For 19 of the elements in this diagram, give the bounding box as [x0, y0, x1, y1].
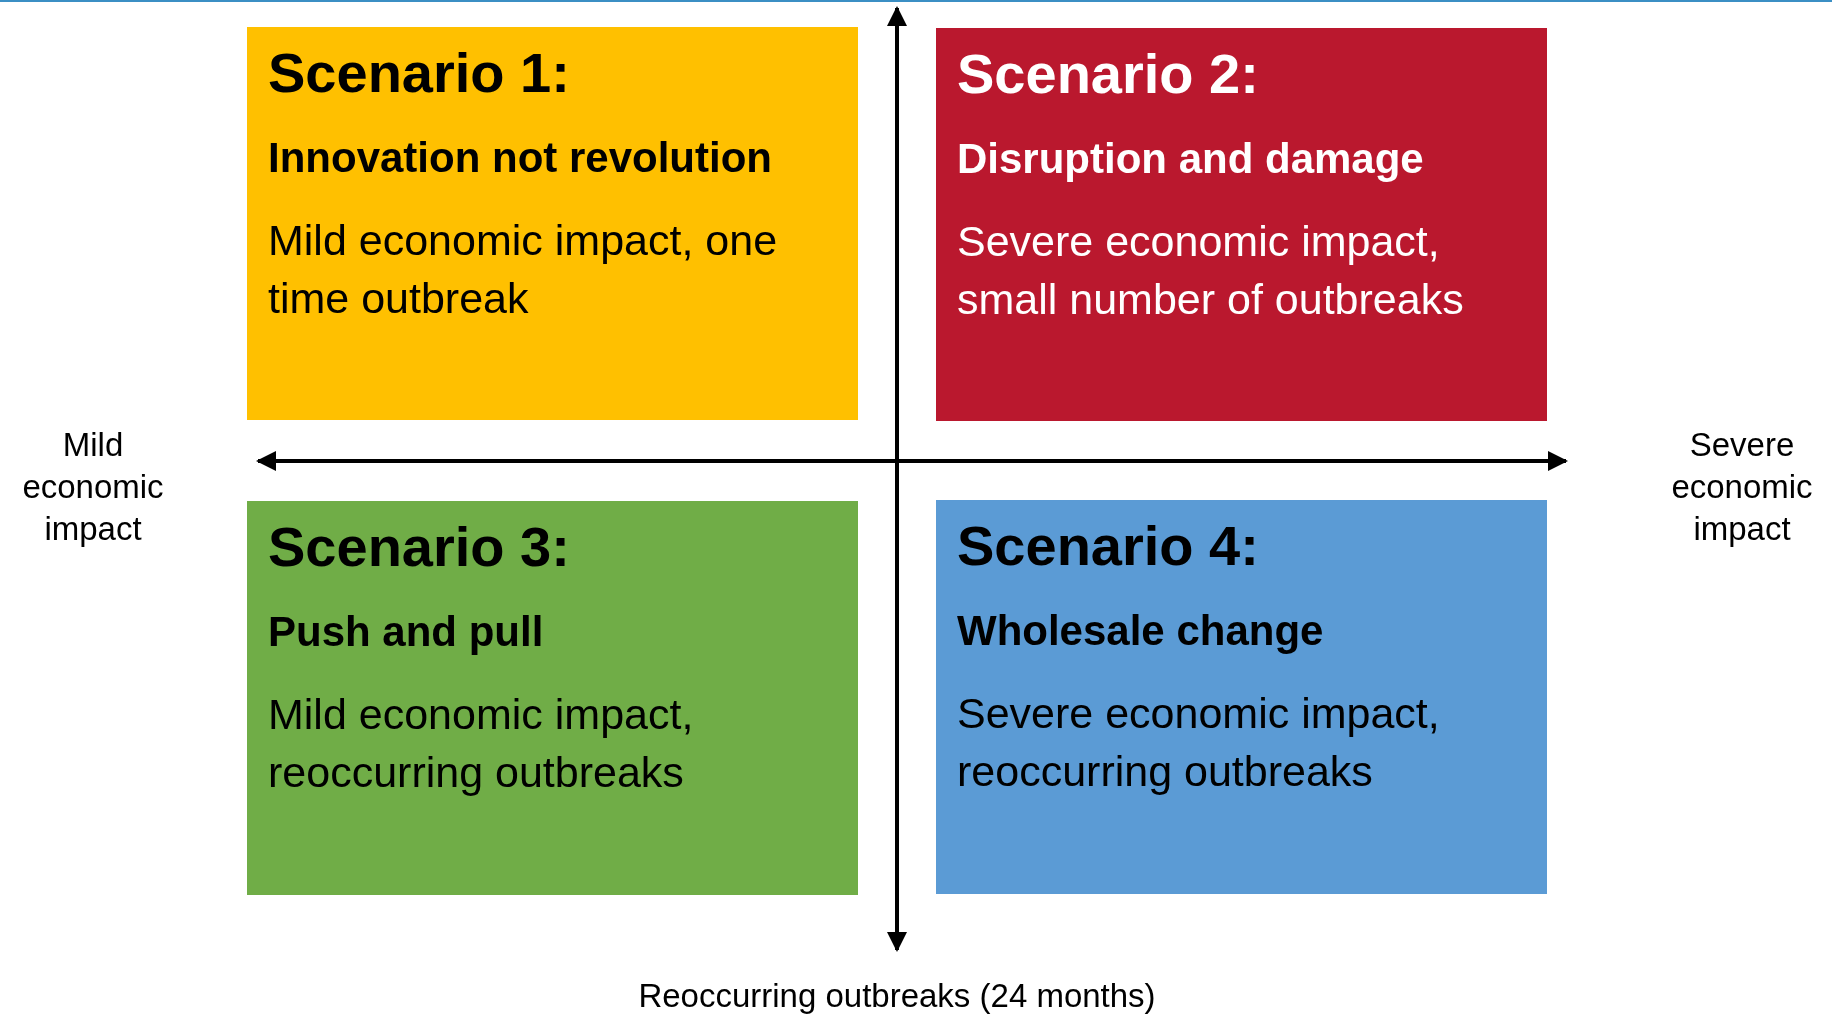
scenario-box — [247, 501, 858, 895]
scenario-box — [247, 27, 858, 420]
scenario-description: Mild economic impact, one time outbreak — [268, 215, 779, 324]
scenario-subtitle: Disruption and damage — [957, 134, 1425, 184]
scenario-box — [936, 500, 1547, 894]
scenario-heading: Scenario 1: — [268, 41, 571, 105]
scenario-heading: Scenario 2: — [957, 42, 1260, 106]
axis-label: Reoccurring outbreaks (24 months) — [637, 976, 1157, 1016]
scenario-description: Mild economic impact, reoccurring outbreaks — [268, 689, 695, 798]
scenario-heading: Scenario 4: — [957, 514, 1260, 578]
scenario-description: Severe economic impact, small number of outbreaks — [957, 216, 1465, 325]
scenario-heading: Scenario 3: — [268, 515, 571, 579]
scenario-description: Severe economic impact, reoccurring outbreaks — [957, 688, 1441, 797]
axis-label: Severe economic impact — [1670, 425, 1814, 549]
scenario-subtitle: Wholesale change — [957, 606, 1325, 656]
scenario-subtitle: Push and pull — [268, 607, 545, 657]
scenario-subtitle: Innovation not revolution — [268, 133, 773, 183]
axis-label: Mild economic impact — [21, 425, 165, 549]
scenario-box — [936, 28, 1547, 421]
